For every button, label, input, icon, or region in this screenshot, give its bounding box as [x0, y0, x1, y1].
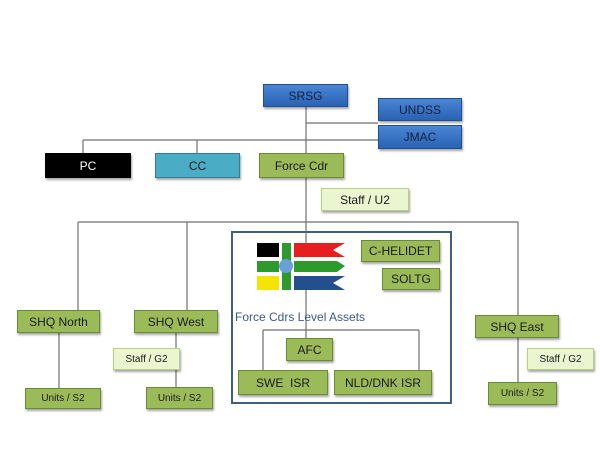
- mission-flag-logo: [257, 243, 345, 290]
- shq-east-node: SHQ East: [475, 315, 559, 338]
- pc-node: PC: [45, 153, 131, 178]
- nld-dnk-isr-node: NLD/DNK ISR: [334, 370, 432, 395]
- soltg-node: SOLTG: [382, 268, 440, 290]
- undss-node: UNDSS: [378, 98, 462, 121]
- staff-g2-west-node: Staff / G2: [113, 348, 180, 370]
- shq-west-node: SHQ West: [134, 310, 218, 333]
- afc-node: AFC: [286, 338, 333, 361]
- swe-isr-node: SWE ISR: [238, 370, 328, 395]
- units-north-node: Units / S2: [25, 388, 101, 409]
- jmac-node: JMAC: [378, 125, 462, 149]
- force-cdr-assets-container: [231, 231, 452, 404]
- c-helidet-node: C-HELIDET: [361, 240, 440, 262]
- units-east-node: Units / S2: [488, 382, 557, 405]
- force-cdr-node: Force Cdr: [259, 153, 344, 178]
- units-west-node: Units / S2: [146, 387, 213, 409]
- cc-node: CC: [155, 153, 240, 178]
- staff-u2-node: Staff / U2: [321, 188, 409, 211]
- srsg-node: SRSG: [263, 84, 348, 107]
- assets-label: Force Cdrs Level Assets: [235, 310, 366, 324]
- shq-north-node: SHQ North: [17, 310, 100, 333]
- staff-g2-east-node: Staff / G2: [527, 348, 594, 370]
